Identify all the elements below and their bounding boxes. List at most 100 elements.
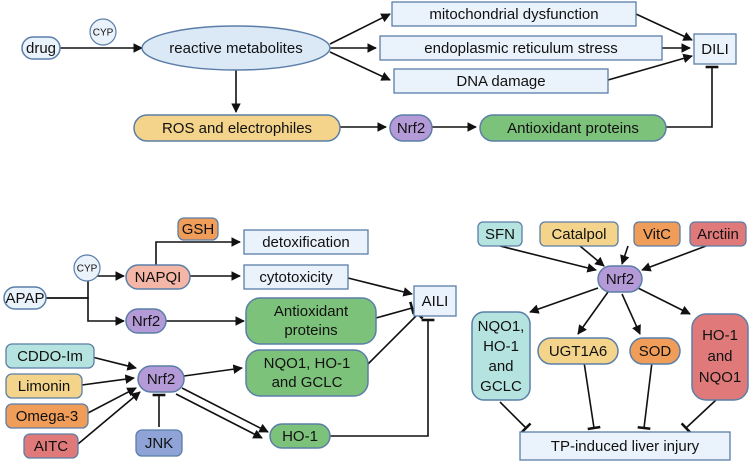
node-limonin: Limonin	[5, 373, 83, 399]
edge-apap-to-nrf2	[44, 297, 125, 326]
node-cddo-im: CDDO-Im	[5, 343, 95, 369]
edge-arctiin-to-nrf2	[641, 245, 707, 272]
edge-dna-to-dili	[607, 53, 693, 81]
catalpol-label: Catalpol	[551, 226, 606, 243]
nqo1-apap-line2: and GCLC	[272, 374, 343, 391]
tp-edges	[499, 245, 717, 434]
nrf2-apap-bottom-label: Nrf2	[147, 371, 175, 388]
node-dna-damage: DNA damage	[393, 68, 609, 94]
sod-label: SOD	[639, 343, 672, 360]
node-drug: drug	[21, 36, 61, 60]
node-sfn: SFN	[477, 221, 523, 247]
edge-aitc-to-nrf2	[77, 391, 141, 445]
edge-ho1-inhibits-aili	[330, 318, 435, 437]
edge-nrf2-to-ho1	[637, 287, 691, 315]
limonin-label: Limonin	[18, 378, 71, 395]
edge-metabolites-to-mito	[329, 13, 391, 45]
node-arctiin: Arctiin	[689, 221, 747, 247]
ho1-tp-line1: HO-1	[702, 327, 738, 344]
node-ros-electrophiles: ROS and electrophiles	[133, 114, 341, 142]
apap-label: APAP	[6, 290, 45, 307]
antioxidant-label: Antioxidant proteins	[507, 120, 639, 137]
edge-cytotox-to-aili	[347, 277, 413, 297]
node-nqo1-ho1-gclc-tp: NQO1, HO-1 and GCLC	[471, 311, 531, 401]
reactive-metabolites-label: reactive metabolites	[169, 40, 302, 57]
dna-damage-label: DNA damage	[456, 73, 545, 90]
jnk-label: JNK	[145, 435, 173, 452]
ho1-tp-line3: NQO1	[699, 369, 742, 386]
node-mitochondrial-dysfunction: mitochondrial dysfunction	[391, 1, 637, 27]
node-antioxidant-proteins: Antioxidant proteins	[479, 114, 667, 142]
node-nrf2-tp: Nrf2	[597, 265, 643, 293]
edge-antiox-inhibits-aili	[375, 301, 415, 319]
node-nrf2-apap-bottom: Nrf2	[137, 365, 185, 393]
cyp-label: CYP	[93, 28, 114, 39]
node-omega-3: Omega-3	[5, 403, 89, 429]
tp-injury-label: TP-induced liver injury	[551, 438, 700, 455]
nrf2-apap-top-label: Nrf2	[132, 313, 160, 330]
napqi-label: NAPQI	[135, 269, 182, 286]
gsh-label: GSH	[182, 221, 215, 238]
edge-ugt-inhibits-injury	[583, 361, 601, 431]
ros-label: ROS and electrophiles	[162, 120, 312, 137]
er-stress-label: endoplasmic reticulum stress	[424, 40, 617, 57]
edge-mito-to-dili	[635, 13, 693, 41]
ho1-label: HO-1	[282, 428, 318, 445]
node-er-stress: endoplasmic reticulum stress	[379, 35, 663, 61]
ugt-label: UGT1A6	[549, 343, 607, 360]
node-cyp-top: CYP	[89, 18, 117, 46]
edge-nrf2-to-nqo1	[529, 287, 599, 314]
edge-ho1-inhibits-injury	[680, 399, 717, 434]
node-sod: SOD	[629, 337, 681, 365]
edge-catalpol-to-nrf2	[579, 245, 605, 267]
edge-omega3-to-nrf2	[85, 387, 137, 415]
antiox-apap-line1: Antioxidant	[274, 303, 349, 320]
nrf2-tp-label: Nrf2	[606, 271, 634, 288]
node-ho1: HO-1	[269, 423, 331, 449]
node-ugt1a6: UGT1A6	[537, 337, 619, 365]
node-jnk: JNK	[135, 429, 183, 457]
cytotox-label: cytotoxicity	[259, 269, 333, 286]
edge-limonin-to-nrf2	[81, 374, 135, 386]
edge-nqo1-inhibits-injury	[499, 401, 532, 434]
node-napqi: NAPQI	[125, 264, 191, 290]
nrf2-label: Nrf2	[397, 120, 425, 137]
node-aitc: AITC	[23, 433, 79, 459]
antiox-apap-line2: proteins	[284, 322, 337, 339]
edge-nrf2-to-ugt	[577, 291, 609, 335]
node-cyp-apap: CYP	[73, 254, 101, 282]
edge-nqo1-inhibits-aili	[367, 308, 424, 365]
nqo1-apap-line1: NQO1, HO-1	[264, 355, 351, 372]
drug-label: drug	[26, 40, 56, 57]
mitochondrial-label: mitochondrial dysfunction	[429, 6, 598, 23]
apap-edges	[44, 237, 435, 445]
node-antioxidant-proteins-apap: Antioxidant proteins	[245, 297, 377, 345]
edge-metabolites-to-dna	[329, 51, 391, 81]
edge-cddo-to-nrf2	[91, 356, 137, 371]
nqo1-tp-line2: HO-1	[483, 338, 519, 355]
edge-sod-inhibits-injury	[637, 361, 653, 431]
node-aili: AILI	[413, 285, 457, 317]
node-nrf2-apap-top: Nrf2	[125, 308, 167, 334]
node-nrf2-top: Nrf2	[389, 114, 433, 142]
node-dili: DILI	[693, 33, 737, 65]
omega3-label: Omega-3	[16, 408, 79, 425]
node-apap: APAP	[3, 286, 47, 310]
nqo1-tp-line4: GCLC	[480, 378, 522, 395]
node-detoxification: detoxification	[243, 229, 369, 255]
node-ho1-nqo1-tp: HO-1 and NQO1	[691, 313, 749, 401]
node-vitc: VitC	[633, 221, 681, 247]
aitc-label: AITC	[34, 438, 68, 455]
aili-label: AILI	[422, 293, 449, 310]
node-nqo1-ho1-gclc: NQO1, HO-1 and GCLC	[245, 349, 369, 397]
edge-antioxidant-inhibits-dili	[666, 65, 719, 128]
node-cytotoxicity: cytotoxicity	[243, 264, 349, 290]
node-tp-induced-liver-injury: TP-induced liver injury	[519, 431, 731, 461]
edge-nrf2-to-sod	[621, 293, 641, 335]
edge-nrf2-to-ho1-a	[181, 387, 269, 433]
edge-vitc-to-nrf2	[620, 245, 630, 265]
node-gsh: GSH	[177, 217, 219, 241]
node-reactive-metabolites: reactive metabolites	[141, 25, 331, 71]
arctiin-label: Arctiin	[697, 226, 739, 243]
